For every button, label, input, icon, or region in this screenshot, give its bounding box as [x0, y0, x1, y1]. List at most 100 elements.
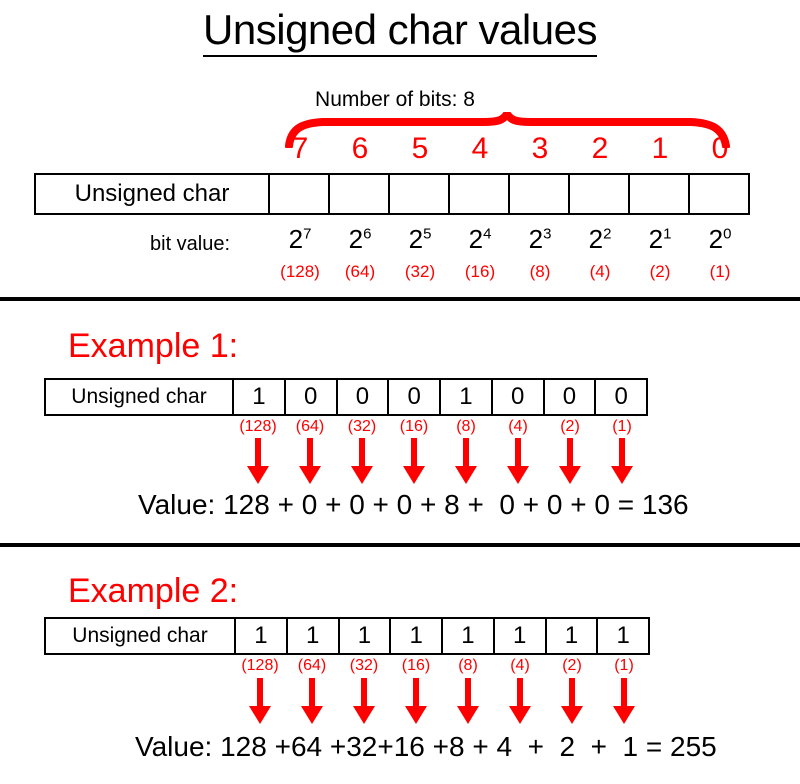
down-arrow-icon	[301, 678, 323, 724]
bit-cell[interactable]	[510, 175, 570, 213]
decimal-value: (4)	[589, 262, 611, 281]
section-divider	[0, 543, 800, 547]
bit-cell[interactable]: 1	[340, 619, 392, 653]
bit-cell[interactable]	[270, 175, 330, 213]
decimal-value: (64)	[297, 657, 327, 674]
decimal-value: (1)	[614, 657, 634, 674]
decimal-value-row-example-1: (128) (64) (32) (16) (8) (4) (2) (1)	[232, 418, 648, 436]
decimal-value: (2)	[649, 262, 671, 281]
bit-cell[interactable]	[450, 175, 510, 213]
bit-cell[interactable]: 1	[547, 619, 599, 653]
bit-value-power: 24	[468, 224, 492, 254]
down-arrow-icon	[403, 438, 425, 484]
decimal-value: (16)	[464, 262, 496, 281]
down-arrow-icon	[561, 678, 583, 724]
bit-cell[interactable]	[390, 175, 450, 213]
bit-cell[interactable]: 1	[391, 619, 443, 653]
bit-cell[interactable]: 1	[616, 622, 630, 649]
down-arrow-icon	[405, 678, 427, 724]
down-arrow-icon	[611, 438, 633, 484]
down-arrow-icon	[457, 678, 479, 724]
bit-value-power: 22	[588, 224, 612, 254]
row-label: Unsigned char	[46, 619, 236, 653]
bit-cell[interactable]: 0	[545, 380, 597, 414]
bit-cell[interactable]	[330, 175, 390, 213]
bit-cell[interactable]: 1	[288, 619, 340, 653]
arrow-slot	[388, 438, 440, 486]
decimal-value-row-example-2: (128) (64) (32) (16) (8) (4) (2) (1)	[234, 657, 650, 675]
arrow-slot	[598, 678, 650, 726]
row-label: Unsigned char	[46, 380, 234, 414]
bit-cell[interactable]: 0	[389, 380, 441, 414]
bit-cell[interactable]: 1	[234, 380, 286, 414]
arrow-row-example-2	[234, 678, 650, 726]
curly-brace	[285, 110, 730, 150]
bit-value-label: bit value:	[150, 233, 231, 255]
bit-cell[interactable]: 1	[443, 619, 495, 653]
number-of-bits-label: Number of bits: 8	[315, 88, 475, 111]
arrow-slot	[232, 438, 284, 486]
page-title: Unsigned char values	[0, 6, 800, 57]
decimal-value: (8)	[458, 657, 478, 674]
bit-cell[interactable]: 0	[338, 380, 390, 414]
arrow-slot	[336, 438, 388, 486]
arrow-row-example-1	[232, 438, 648, 486]
decimal-value: (64)	[295, 418, 325, 435]
decimal-value: (16)	[401, 657, 431, 674]
bit-value-power: 23	[528, 224, 552, 254]
decimal-value: (4)	[508, 418, 528, 435]
down-arrow-icon	[559, 438, 581, 484]
example-1-heading: Example 1:	[68, 327, 239, 365]
arrow-slot	[494, 678, 546, 726]
arrow-slot	[234, 678, 286, 726]
bit-value-power: 21	[648, 224, 672, 254]
down-arrow-icon	[299, 438, 321, 484]
value-line-example-2: Value: 128 +64 +32+16 +8 + 4 + 2 + 1 = 2…	[135, 731, 717, 762]
down-arrow-icon	[351, 438, 373, 484]
decimal-value: (2)	[560, 418, 580, 435]
bit-cell[interactable]: 1	[236, 619, 288, 653]
down-arrow-icon	[613, 678, 635, 724]
decimal-value: (128)	[241, 657, 279, 674]
arrow-slot	[492, 438, 544, 486]
bit-index: 7	[291, 132, 309, 165]
down-arrow-icon	[507, 438, 529, 484]
decimal-value: (128)	[280, 262, 320, 281]
arrow-slot	[546, 678, 598, 726]
arrow-slot	[338, 678, 390, 726]
decimal-value: (64)	[344, 262, 376, 281]
page-title-text: Unsigned char values	[203, 6, 597, 57]
bit-cell[interactable]: 0	[286, 380, 338, 414]
bit-index: 2	[591, 132, 609, 165]
bit-cell[interactable]	[570, 175, 630, 213]
bit-value-power: 27	[288, 224, 312, 254]
bit-index: 6	[351, 132, 369, 165]
bit-cell[interactable]: 0	[493, 380, 545, 414]
down-arrow-icon	[509, 678, 531, 724]
section-divider	[0, 297, 800, 301]
bit-index: 5	[411, 132, 429, 165]
bit-value-power: 20	[708, 224, 732, 254]
arrow-slot	[390, 678, 442, 726]
arrow-slot	[544, 438, 596, 486]
bit-index: 0	[711, 132, 729, 165]
bit-index-row: 7 6 5 4 3 2 1 0	[270, 132, 750, 166]
bit-cell[interactable]: 1	[441, 380, 493, 414]
arrow-slot	[596, 438, 648, 486]
decimal-value: (128)	[239, 418, 277, 435]
arrow-slot	[442, 678, 494, 726]
arrow-slot	[284, 438, 336, 486]
bit-index: 1	[651, 132, 669, 165]
decimal-value: (32)	[349, 657, 379, 674]
decimal-value-row: (128) (64) (32) (16) (8) (4) (2) (1)	[270, 262, 750, 282]
arrow-slot	[286, 678, 338, 726]
decimal-value: (32)	[347, 418, 377, 435]
row-label: Unsigned char	[36, 175, 270, 213]
bit-cell[interactable]: 0	[614, 383, 628, 410]
decimal-value: (2)	[562, 657, 582, 674]
bit-cell[interactable]	[690, 175, 748, 213]
bit-cell[interactable]	[630, 175, 690, 213]
example-2-heading: Example 2:	[68, 572, 239, 610]
bit-value-row: 27 26 25 24 23 22 21 20	[270, 224, 750, 255]
bit-cell[interactable]: 1	[495, 619, 547, 653]
